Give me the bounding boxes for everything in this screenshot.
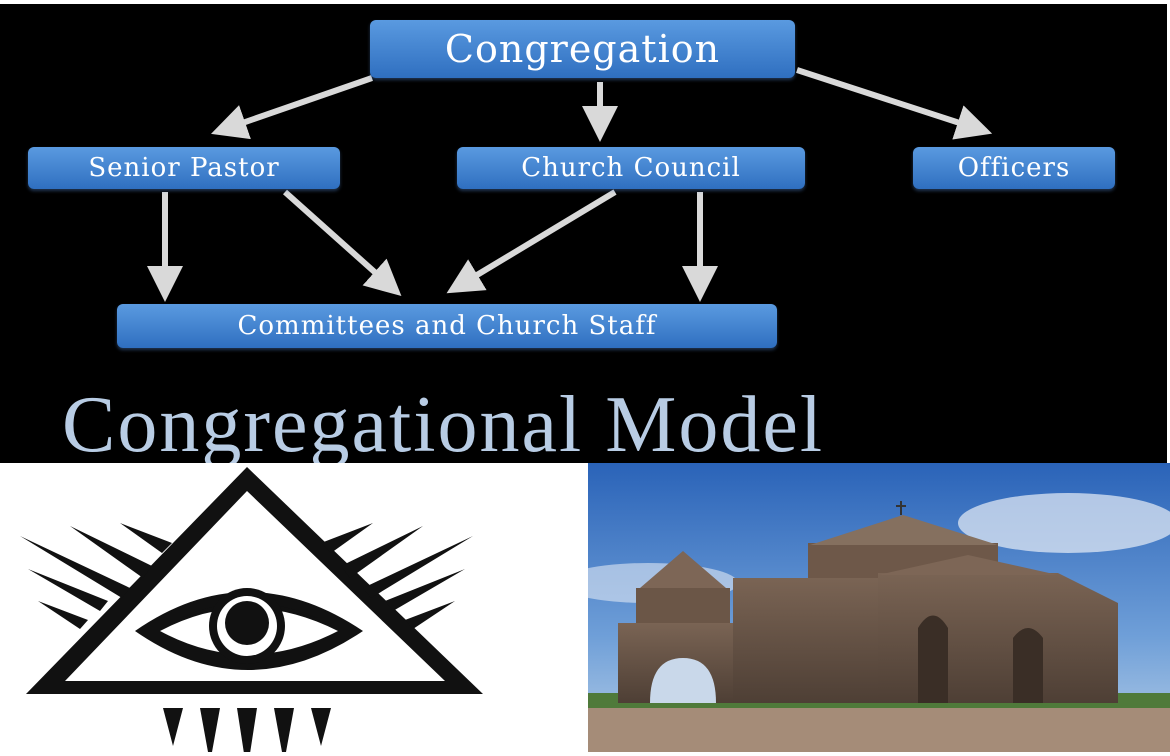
diagram-title: Congregational Model — [62, 381, 825, 469]
node-church-council: Church Council — [457, 147, 805, 189]
eye-of-providence-image — [0, 463, 587, 756]
arrow-senior-pastor-committees-2 — [283, 189, 402, 296]
arrow-congregation-senior-pastor — [210, 75, 373, 140]
arrow-church-council-committees — [446, 189, 617, 294]
node-congregation: Congregation — [370, 20, 795, 78]
node-officers: Officers — [913, 147, 1115, 189]
congregational-model-diagram — [0, 4, 1167, 463]
node-committees-and-church-staff: Committees and Church Staff — [117, 304, 777, 348]
node-senior-pastor: Senior Pastor — [28, 147, 340, 189]
church-photo — [588, 463, 1170, 752]
armenian-church-image — [588, 463, 1170, 752]
diagram-arrows — [147, 67, 993, 302]
eye-in-triangle-icon — [20, 467, 483, 756]
arrow-congregation-officers — [796, 67, 993, 140]
